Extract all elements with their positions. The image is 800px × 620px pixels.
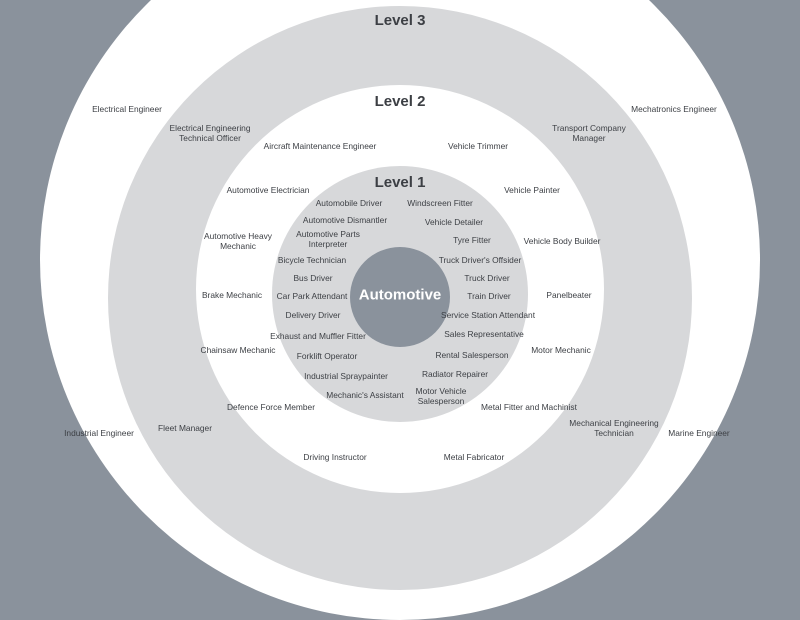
- level-1-job: Rental Salesperson: [435, 350, 509, 360]
- level-1-job: Forklift Operator: [296, 351, 358, 361]
- center-label: Automotive: [358, 286, 442, 304]
- level-1-job: Tyre Fitter: [453, 235, 491, 245]
- level-3-job: Fleet Manager: [158, 423, 212, 433]
- level-3-job: Mechatronics Engineer: [631, 104, 717, 114]
- level-3-job: Electrical Engineer: [92, 104, 162, 114]
- level-1-job: Motor Vehicle Salesperson: [415, 386, 467, 406]
- level-2-job: Metal Fitter and Machinist: [481, 402, 577, 412]
- level-3-job: Transport Company Manager: [552, 123, 626, 143]
- level-2-job: Panelbeater: [546, 290, 592, 300]
- level-2-job: Vehicle Painter: [504, 185, 560, 195]
- level-3-job: Marine Engineer: [668, 428, 730, 438]
- level-1-job: Service Station Attendant: [440, 310, 536, 320]
- level-1-job: Bicycle Technician: [277, 255, 347, 265]
- level-1-job: Windscreen Fitter: [407, 198, 473, 208]
- level-2-job: Vehicle Trimmer: [447, 141, 509, 151]
- level-3-job: Electrical Engineering Technical Officer: [169, 123, 251, 143]
- core-circle: [350, 247, 450, 347]
- level-2-job: Defence Force Member: [227, 402, 315, 412]
- level-1-job: Automotive Dismantler: [302, 215, 388, 225]
- level-2-job: Driving Instructor: [303, 452, 367, 462]
- level-1-job: Car Park Attendant: [276, 291, 348, 301]
- level-2-job: Vehicle Body Builder: [523, 236, 601, 246]
- level-1-job: Industrial Spraypainter: [304, 371, 388, 381]
- level-2-job: Brake Mechanic: [201, 290, 263, 300]
- level-2-title: Level 2: [374, 93, 426, 110]
- level-2-job: Automotive Heavy Mechanic: [204, 231, 272, 251]
- level-1-job: Train Driver: [467, 291, 511, 301]
- level-1-job: Truck Driver's Offsider: [438, 255, 522, 265]
- level-2-job: Metal Fabricator: [443, 452, 505, 462]
- level-1-job: Automotive Parts Interpreter: [296, 229, 360, 249]
- level-1-job: Delivery Driver: [285, 310, 341, 320]
- level-3-title: Level 3: [374, 12, 426, 29]
- level-2-job: Motor Mechanic: [531, 345, 591, 355]
- level-1-title: Level 1: [374, 174, 426, 191]
- level-1-job: Radiator Repairer: [421, 369, 489, 379]
- level-3-job: Industrial Engineer: [64, 428, 134, 438]
- level-1-job: Automobile Driver: [315, 198, 383, 208]
- level-1-job: Exhaust and Muffler Fitter: [270, 331, 366, 341]
- level-1-job: Mechanic's Assistant: [326, 390, 404, 400]
- level-1-job: Vehicle Detailer: [424, 217, 484, 227]
- level-1-job: Truck Driver: [464, 273, 510, 283]
- level-1-job: Bus Driver: [293, 273, 333, 283]
- level-1-job: Sales Representative: [444, 329, 524, 339]
- level-2-job: Aircraft Maintenance Engineer: [263, 141, 377, 151]
- career-level-diagram: Level 3 Level 2 Level 1 Automotive Autom…: [40, 0, 760, 620]
- level-2-job: Automotive Electrician: [226, 185, 310, 195]
- level-3-job: Mechanical Engineering Technician: [569, 418, 659, 438]
- level-2-job: Chainsaw Mechanic: [200, 345, 276, 355]
